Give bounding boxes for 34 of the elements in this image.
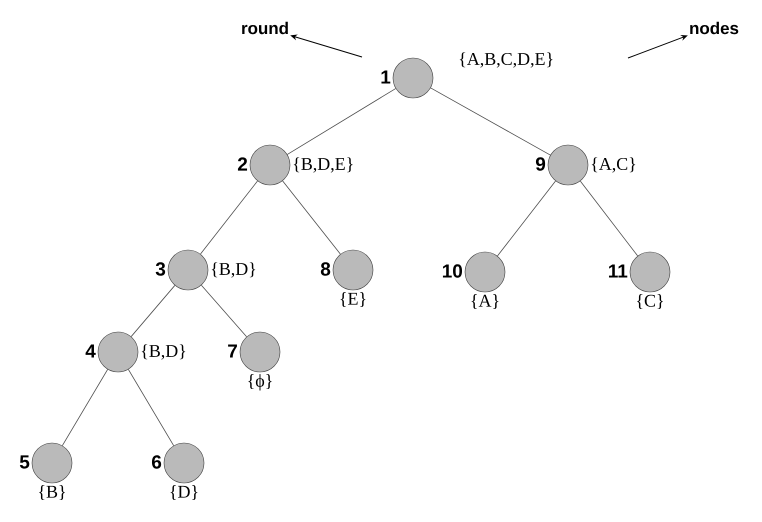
set-label: {B,D}: [212, 262, 256, 278]
node-number: 9: [536, 157, 546, 171]
callout-word: round: [242, 22, 288, 34]
tree-edge: [128, 369, 174, 446]
tree-edge: [580, 180, 638, 256]
tree-edge: [200, 180, 258, 254]
set-label: {C}: [637, 294, 663, 310]
set-label: {A,C}: [592, 157, 636, 173]
node-number: 2: [238, 157, 248, 171]
set-label: {B,D,E}: [294, 157, 353, 173]
node-number: 4: [86, 344, 96, 358]
node-number: 8: [320, 262, 330, 276]
node-number: 3: [156, 262, 166, 276]
node-number: 5: [20, 455, 30, 469]
node-number: 6: [152, 455, 162, 469]
node-number: 10: [442, 264, 462, 278]
node-number: 11: [608, 264, 628, 278]
tree-edge: [497, 180, 556, 256]
tree-edge: [130, 285, 176, 337]
node-number: 1: [381, 70, 390, 84]
set-label: {B,D}: [142, 344, 186, 360]
set-label: {E}: [340, 292, 366, 308]
set-label: {ϕ}: [248, 374, 272, 390]
tree-edge: [201, 284, 248, 338]
set-label: {A,B,C,D,E}: [460, 52, 552, 68]
tree-edge: [282, 180, 341, 254]
set-label: {D}: [170, 485, 198, 500]
set-label: {A}: [472, 294, 498, 310]
callout-word: nodes: [690, 22, 738, 34]
tree-edge: [62, 369, 108, 446]
tree-edge: [286, 88, 396, 155]
node-number: 7: [228, 344, 237, 358]
set-label: {B}: [39, 485, 65, 500]
tree-edge: [430, 88, 551, 156]
